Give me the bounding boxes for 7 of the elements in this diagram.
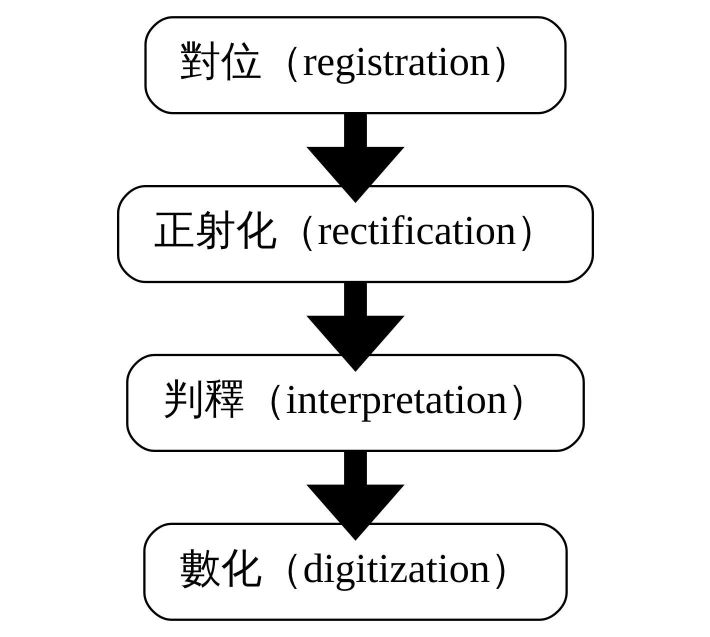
- node-box: 判釋（interpretation）: [126, 354, 584, 452]
- arrow: [306, 113, 404, 203]
- arrow: [306, 451, 404, 541]
- node-box: 數化（digitization）: [142, 522, 568, 621]
- node-box: 對位（registration）: [144, 16, 566, 114]
- node-box: 正射化（rectification）: [116, 184, 594, 284]
- arrow: [306, 282, 404, 372]
